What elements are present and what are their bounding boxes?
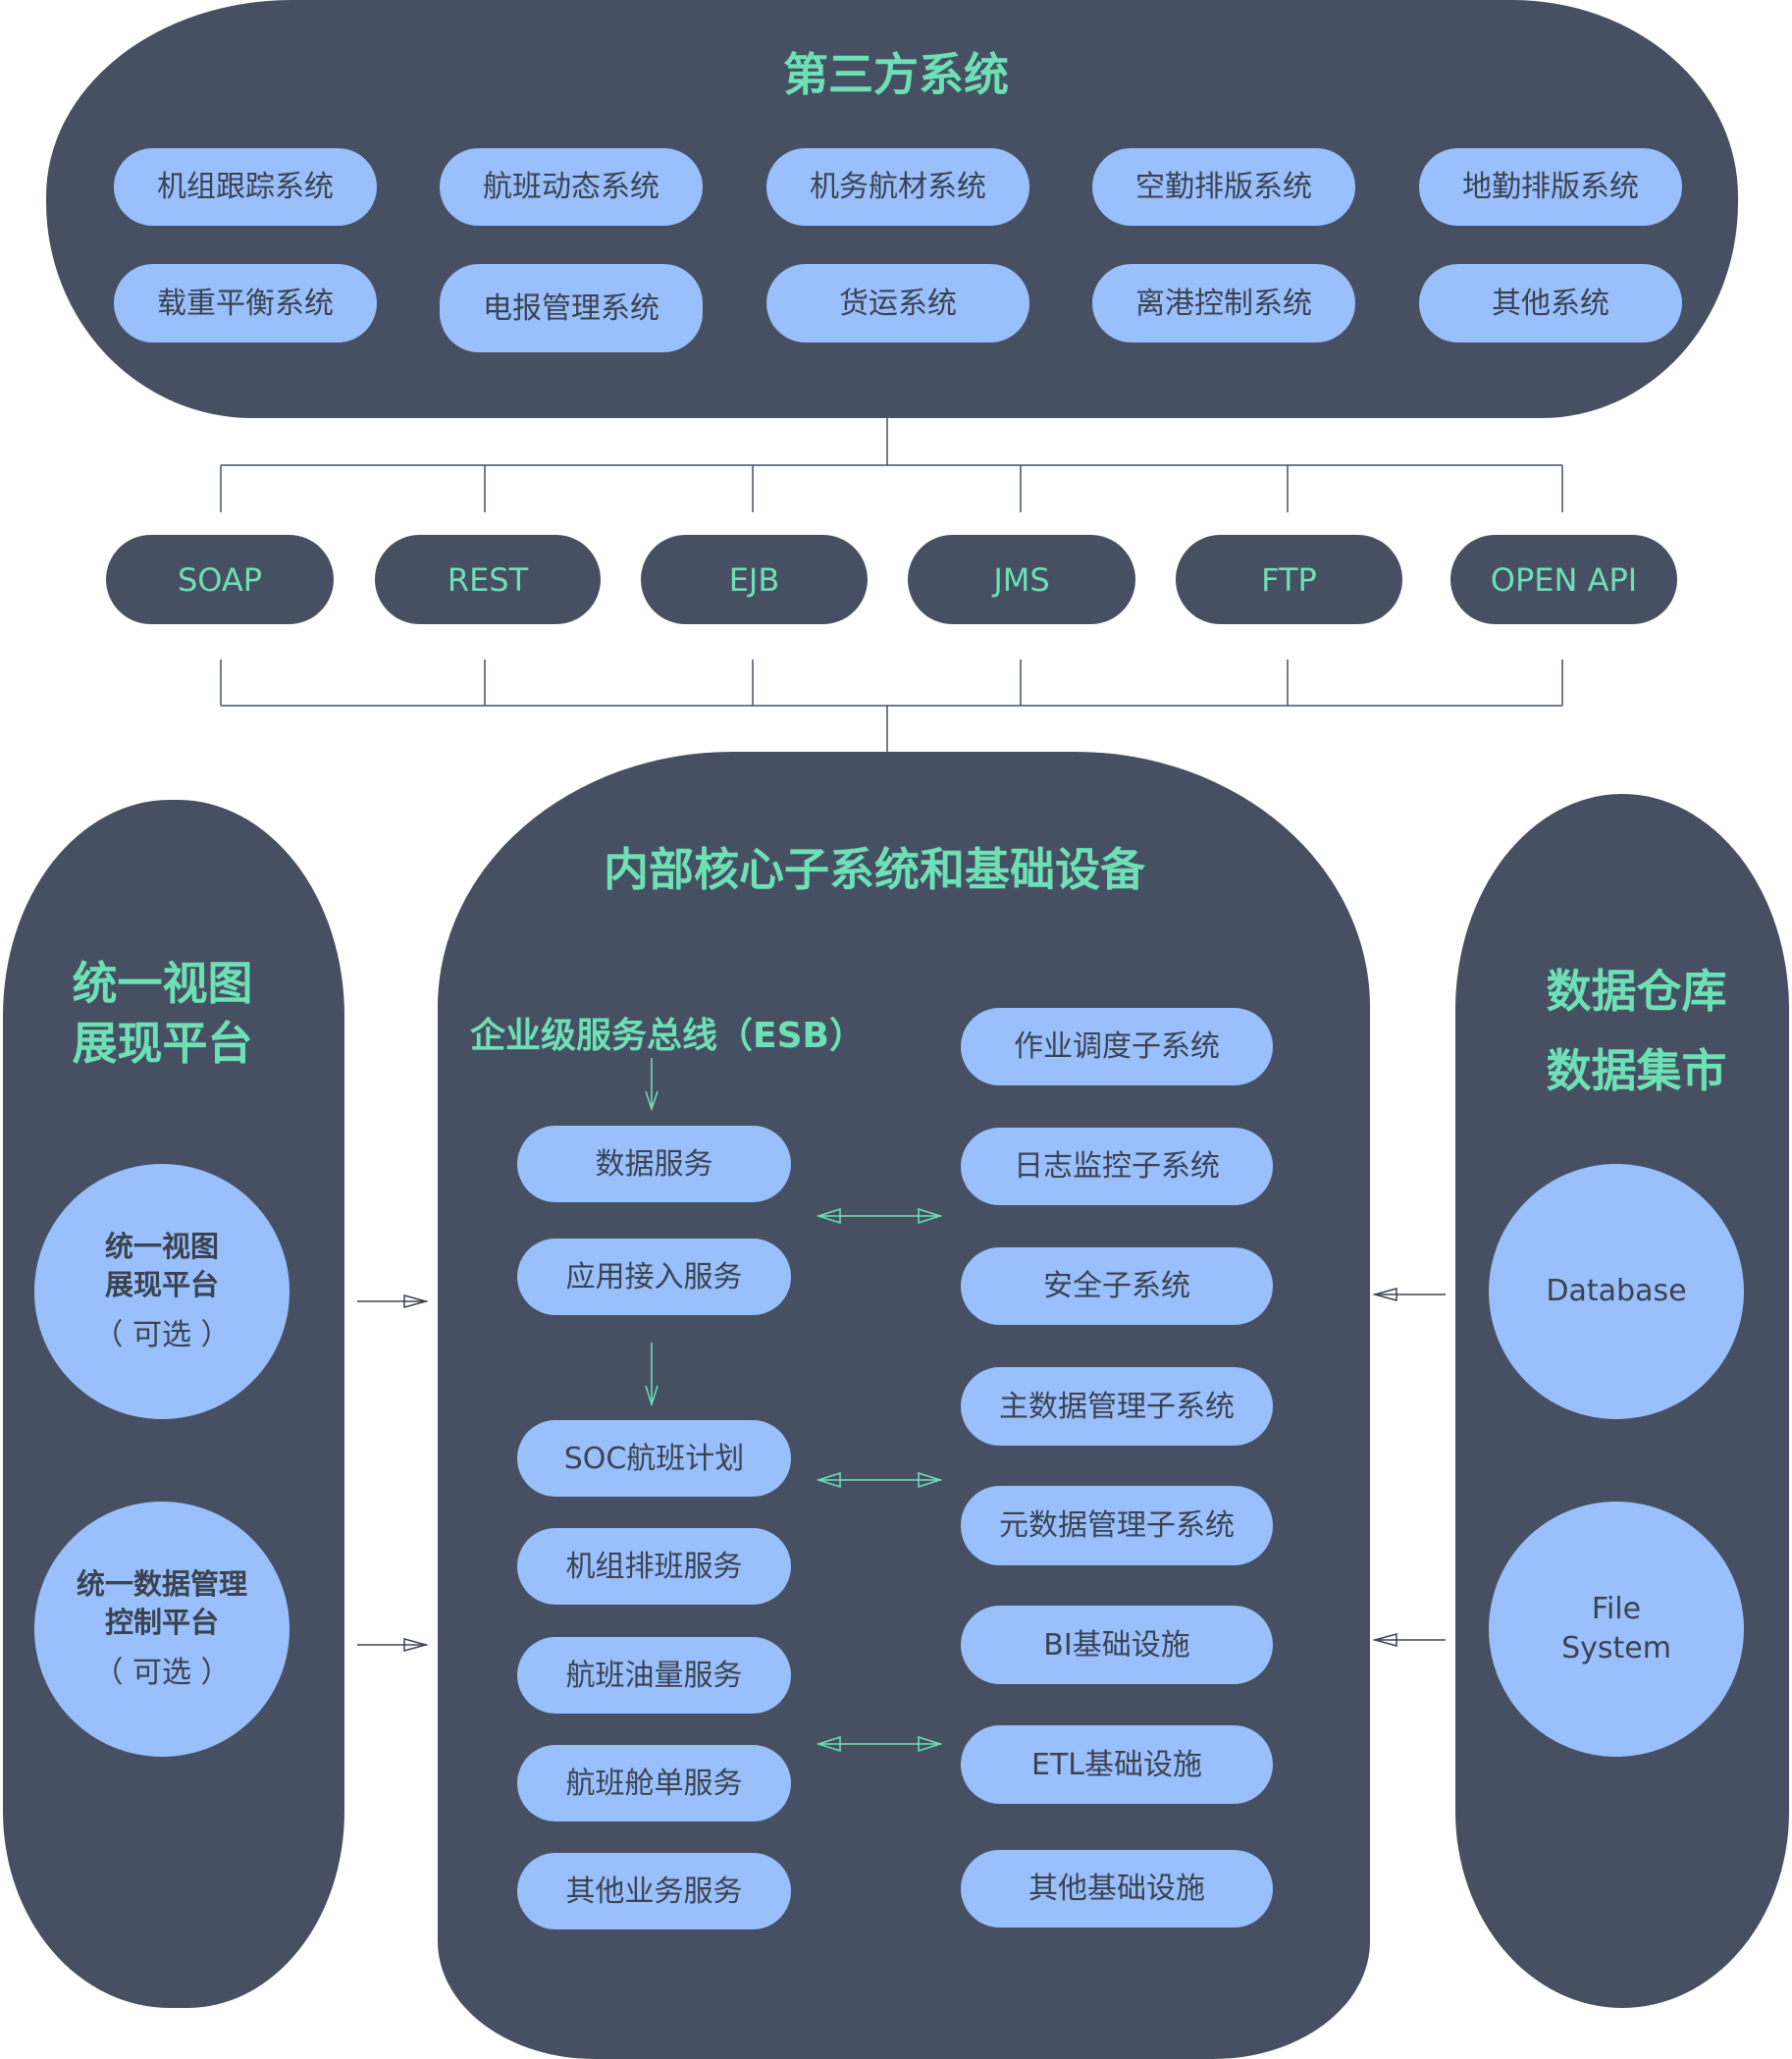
subsystem-pill[interactable]: 主数据管理子系统 — [961, 1367, 1273, 1446]
right-title-line2: 数据集市 — [1546, 1044, 1727, 1097]
protocol-rest[interactable]: REST — [375, 535, 601, 624]
system-pill[interactable]: 载重平衡系统 — [114, 264, 377, 343]
protocol-jms[interactable]: JMS — [908, 535, 1135, 624]
service-pill[interactable]: 应用接入服务 — [517, 1239, 791, 1315]
circle-label: Database — [1546, 1273, 1687, 1308]
service-pill[interactable]: 航班舱单服务 — [517, 1745, 791, 1821]
system-pill[interactable]: 航班动态系统 — [440, 148, 703, 226]
subsystem-pill[interactable]: 日志监控子系统 — [961, 1128, 1273, 1205]
database-circle[interactable]: Database — [1489, 1164, 1744, 1419]
circle-label: 统一数据管理 — [76, 1566, 247, 1601]
system-pill[interactable]: 地勤排版系统 — [1419, 148, 1682, 226]
core-title: 内部核心子系统和基础设备 — [604, 843, 1145, 896]
service-pill[interactable]: 航班油量服务 — [517, 1637, 791, 1714]
system-pill[interactable]: 机务航材系统 — [766, 148, 1029, 226]
circle-label: System — [1561, 1631, 1671, 1665]
data-management-circle[interactable]: 统一数据管理控制平台 （ 可选 ） — [34, 1502, 290, 1757]
protocol-ejb[interactable]: EJB — [641, 535, 868, 624]
protocol-open-api[interactable]: OPEN API — [1450, 535, 1677, 624]
optional-note: （ 可选 ） — [93, 1655, 231, 1690]
third-party-title: 第三方系统 — [783, 48, 1009, 101]
circle-label: 控制平台 — [104, 1605, 219, 1639]
circle-label: 统一视图 — [104, 1229, 219, 1263]
subsystem-pill[interactable]: ETL基础设施 — [961, 1725, 1273, 1804]
left-title-line2: 展现平台 — [72, 1017, 253, 1070]
service-pill[interactable]: 数据服务 — [517, 1126, 791, 1202]
system-pill[interactable]: 空勤排版系统 — [1092, 148, 1355, 226]
subsystem-pill[interactable]: 其他基础设施 — [961, 1850, 1273, 1927]
right-title: 数据仓库数据集市 — [1492, 952, 1781, 1111]
esb-label: 企业级服务总线（ESB） — [470, 1016, 865, 1056]
system-pill[interactable]: 离港控制系统 — [1092, 264, 1355, 343]
protocol-ftp[interactable]: FTP — [1176, 535, 1402, 624]
left-title: 统一视图展现平台 — [3, 954, 322, 1074]
circle-label: 展现平台 — [104, 1267, 219, 1301]
service-pill[interactable]: 机组排班服务 — [517, 1528, 791, 1605]
subsystem-pill[interactable]: 作业调度子系统 — [961, 1008, 1273, 1085]
view-platform-circle[interactable]: 统一视图展现平台 （ 可选 ） — [34, 1164, 290, 1419]
service-pill[interactable]: 其他业务服务 — [517, 1853, 791, 1929]
optional-note: （ 可选 ） — [93, 1317, 231, 1352]
subsystem-pill[interactable]: BI基础设施 — [961, 1606, 1273, 1684]
service-pill[interactable]: SOC航班计划 — [517, 1420, 791, 1497]
system-pill[interactable]: 其他系统 — [1419, 264, 1682, 343]
right-title-line1: 数据仓库 — [1546, 965, 1727, 1018]
protocol-soap[interactable]: SOAP — [106, 535, 334, 624]
subsystem-pill[interactable]: 元数据管理子系统 — [961, 1486, 1273, 1565]
left-title-line1: 统一视图 — [72, 957, 253, 1010]
subsystem-pill[interactable]: 安全子系统 — [961, 1247, 1273, 1325]
circle-label: File — [1591, 1591, 1642, 1626]
system-pill[interactable]: 电报管理系统 — [440, 264, 703, 352]
system-pill[interactable]: 货运系统 — [766, 264, 1029, 343]
system-pill[interactable]: 机组跟踪系统 — [114, 148, 377, 226]
